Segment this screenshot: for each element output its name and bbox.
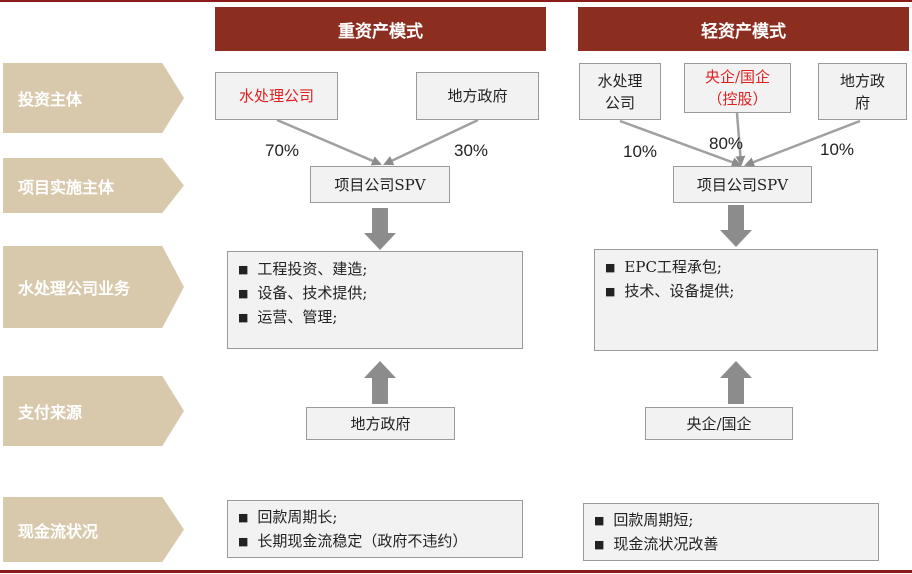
row-label-implementer: 项目实施主体 — [3, 158, 184, 213]
heavy-cashflow-item: 回款周期长; — [238, 506, 512, 530]
arrow-up-light — [720, 361, 752, 404]
line-light-company-to-spv — [619, 119, 742, 167]
light-business-item: EPC工程承包; — [605, 256, 867, 280]
light-pct-local-government: 10% — [820, 140, 855, 159]
row-label-cashflow: 现金流状况 — [3, 497, 184, 562]
arrow-up-heavy — [364, 361, 396, 404]
light-pct-soe: 80% — [709, 134, 744, 153]
light-spv-box: 项目公司SPV — [673, 166, 812, 203]
arrow-down-light — [720, 205, 752, 247]
line-light-soe-to-spv — [735, 112, 746, 166]
light-investor-gov-line2: 府 — [854, 93, 870, 112]
light-cashflow-item: 现金流状况改善 — [594, 533, 868, 557]
light-investor-water-company-line2: 公司 — [604, 93, 635, 112]
arrow-down-heavy — [364, 208, 396, 250]
light-investor-soe-line2: （控股） — [707, 90, 768, 108]
line-heavy-company-to-spv — [276, 118, 382, 166]
heavy-cashflow-box: 回款周期长; 长期现金流稳定（政府不违约） — [227, 500, 523, 558]
heavy-business-item: 运营、管理; — [238, 306, 512, 330]
light-business-box: EPC工程承包; 技术、设备提供; — [594, 249, 878, 351]
header-heavy-asset: 重资产模式 — [215, 7, 546, 51]
light-cashflow-box: 回款周期短; 现金流状况改善 — [583, 503, 879, 561]
heavy-investor-water-company: 水处理公司 — [215, 72, 338, 120]
heavy-investor-local-government: 地方政府 — [416, 72, 539, 120]
header-light-asset: 轻资产模式 — [578, 7, 909, 51]
light-cashflow-item: 回款周期短; — [594, 509, 868, 533]
light-investor-soe: 央企/国企 （控股） — [684, 63, 791, 113]
light-investor-soe-line1: 央企/国企 — [704, 68, 771, 86]
light-business-item: 技术、设备提供; — [605, 280, 867, 304]
light-investor-water-company-line1: 水处理 — [597, 71, 643, 90]
heavy-cashflow-item: 长期现金流稳定（政府不违约） — [238, 530, 512, 554]
row-label-business: 水处理公司业务 — [3, 246, 184, 328]
row-label-payment: 支付来源 — [3, 376, 184, 446]
heavy-pct-local-government: 30% — [454, 141, 489, 160]
light-pct-water-company: 10% — [623, 142, 658, 161]
heavy-pct-water-company: 70% — [265, 141, 300, 160]
light-payer-box: 央企/国企 — [645, 407, 793, 440]
row-label-investor: 投资主体 — [3, 63, 184, 133]
bottom-rule — [0, 570, 912, 573]
heavy-business-item: 设备、技术提供; — [238, 282, 512, 306]
heavy-business-item: 工程投资、建造; — [238, 258, 512, 282]
light-investor-water-company: 水处理 公司 — [579, 63, 661, 120]
line-light-gov-to-spv — [744, 119, 861, 167]
line-heavy-gov-to-spv — [383, 118, 479, 166]
heavy-spv-box: 项目公司SPV — [310, 166, 450, 203]
light-investor-gov-line1: 地方政 — [839, 71, 885, 90]
top-rule — [0, 0, 912, 2]
light-investor-local-government: 地方政 府 — [818, 63, 907, 120]
heavy-business-box: 工程投资、建造; 设备、技术提供; 运营、管理; — [227, 251, 523, 349]
heavy-payer-box: 地方政府 — [306, 407, 455, 440]
